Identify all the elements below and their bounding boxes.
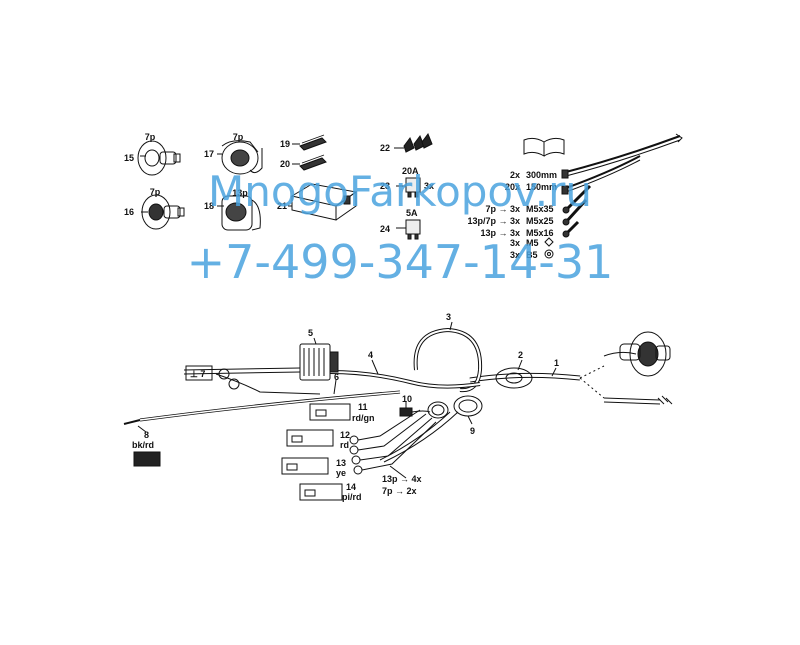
part-8-number: 8 [144, 430, 149, 440]
part-16-pins: 7p [150, 187, 161, 197]
fuse-23 [396, 177, 421, 198]
harness-main-cable-1 [469, 365, 605, 399]
nut-qty: 3x [510, 238, 520, 248]
washer-size: B5 [526, 250, 538, 260]
part-24-number: 24 [380, 224, 390, 234]
part-22-number: 22 [380, 143, 390, 153]
screw-1-variant: 7p → 3x [485, 204, 520, 214]
part-11-color: rd/gn [352, 413, 375, 423]
part-17-number: 17 [204, 149, 214, 159]
part-6-number: 6 [334, 372, 339, 382]
tie-2-size: 150mm [526, 182, 557, 192]
washer-qty: 3x [510, 250, 520, 260]
harness-trunk-4 [183, 367, 481, 389]
cable-ties [561, 133, 683, 195]
part-12-color: rd [340, 440, 349, 450]
part-13-number: 13 [336, 458, 346, 468]
ground-terminals-7 [185, 365, 321, 395]
module-box-21 [288, 183, 358, 221]
connector-qty-13p: 13p → 4x [382, 474, 422, 484]
screws [544, 184, 592, 259]
tie-1-qty: 2x [510, 170, 520, 180]
part-23-qty: 3x [424, 181, 434, 191]
part-2-number: 2 [518, 350, 523, 360]
part-15-number: 15 [124, 153, 134, 163]
wire-6 [139, 390, 401, 422]
wire-8 [123, 419, 161, 467]
screw-3-variant: 13p → 3x [480, 228, 520, 238]
socket-15 [137, 140, 181, 176]
part-20-number: 20 [280, 159, 290, 169]
plug-5 [299, 343, 339, 381]
socket-18 [217, 195, 261, 231]
tape-strips-19 [292, 134, 327, 151]
part-12-number: 12 [340, 430, 350, 440]
part-15-pins: 7p [145, 132, 156, 142]
screw-3-size: M5x16 [526, 228, 554, 238]
connector-qty-7p: 7p → 2x [382, 486, 417, 496]
grommet-2 [495, 367, 533, 389]
towbar-socket-assembly [603, 331, 673, 405]
part-5-number: 5 [308, 328, 313, 338]
watermark-phone: +7-499-347-14-31 [187, 235, 614, 289]
part-14-color: pi/rd [342, 492, 362, 502]
tie-1-size: 300mm [526, 170, 557, 180]
part-11-number: 11 [358, 402, 368, 412]
coil-9 [379, 395, 483, 463]
part-1-number: 1 [554, 358, 559, 368]
screw-1-size: M5x35 [526, 204, 554, 214]
part-23-rating: 20A [402, 166, 419, 176]
tape-strips-20 [292, 154, 327, 171]
tie-2-qty: 20x [505, 182, 520, 192]
part-7-box-label: ⊥ 7 [190, 369, 205, 379]
part-21-number: 21 [277, 201, 287, 211]
part-13-color: ye [336, 468, 346, 478]
socket-17 [217, 140, 263, 175]
socket-16 [141, 194, 185, 230]
lamp-boxes [281, 403, 351, 501]
instruction-book-icon [523, 137, 565, 157]
part-16-number: 16 [124, 207, 134, 217]
part-3-number: 3 [446, 312, 451, 322]
nut-size: M5 [526, 238, 539, 248]
part-9-number: 9 [470, 426, 475, 436]
part-4-number: 4 [368, 350, 373, 360]
part-10-number: 10 [402, 394, 412, 404]
terminals-22 [394, 132, 433, 153]
part-14-number: 14 [346, 482, 356, 492]
part-19-number: 19 [280, 139, 290, 149]
ring-terminals-11-14 [349, 409, 437, 475]
watermark-site: MnogoFarkopov.ru [208, 167, 592, 216]
part-23-number: 23 [380, 181, 390, 191]
screw-2-variant: 13p/7p → 3x [467, 216, 520, 226]
part-18-pins: 13p [232, 188, 248, 198]
part-8-color: bk/rd [132, 440, 154, 450]
part-18-number: 18 [204, 201, 214, 211]
part-24-rating: 5A [406, 208, 418, 218]
part-17-pins: 7p [233, 132, 244, 142]
fuse-24 [396, 219, 421, 240]
screw-2-size: M5x25 [526, 216, 554, 226]
